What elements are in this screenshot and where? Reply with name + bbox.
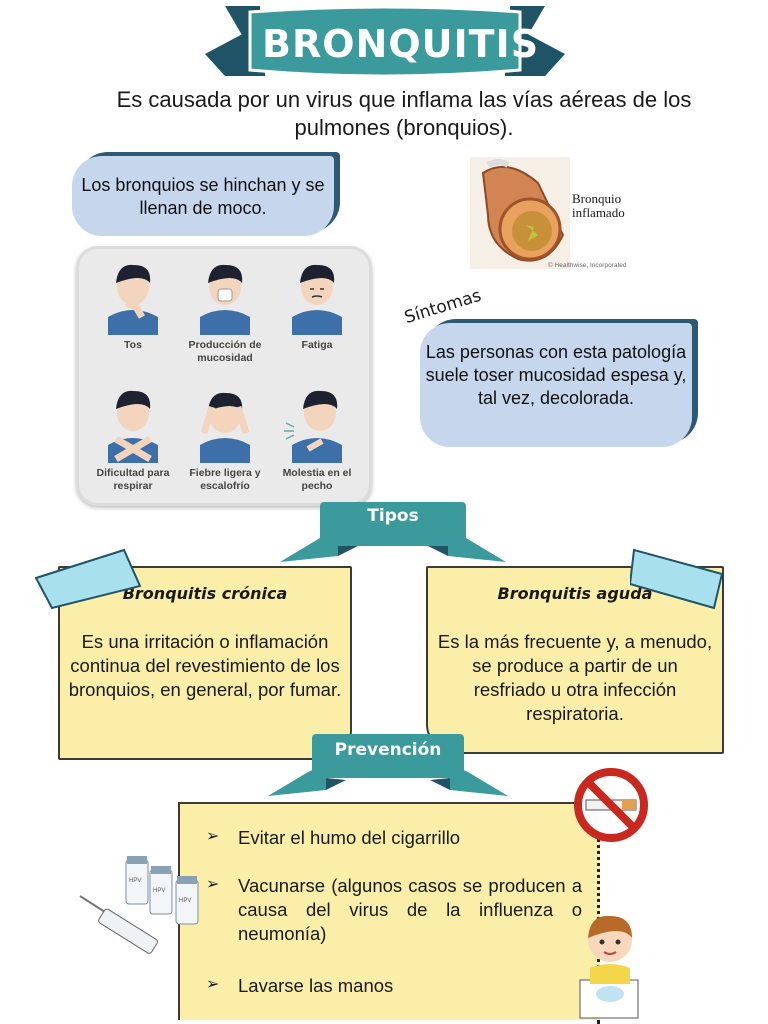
symptom-fatigue: Fatiga	[271, 255, 363, 352]
prevention-ribbon	[268, 734, 508, 796]
kid-washing-hands-icon	[579, 915, 639, 1019]
symptom-chest: Molestia en el pecho	[271, 383, 363, 493]
vaccine-syringe-icon	[79, 856, 199, 954]
breathing-difficulty-person-icon	[108, 390, 158, 463]
prevention-item: Vacunarse (algunos casos se producen a c…	[238, 875, 582, 944]
symptoms-bubble: Las personas con esta patología suele to…	[420, 323, 692, 447]
tired-person-icon	[292, 264, 342, 335]
page-title: BRONQUITIS	[262, 22, 540, 66]
prevention-ribbon-label: Prevención	[334, 740, 442, 760]
no-smoking-icon	[574, 768, 648, 842]
chronic-bronchitis-title: Bronquitis crónica	[122, 584, 288, 603]
acute-bronchitis-text: Es la más frecuente y, a menudo, se prod…	[437, 631, 713, 724]
chest-pain-person-icon	[284, 390, 342, 463]
coughing-person-icon	[108, 264, 158, 335]
symptom-label: Dificultad para respirar	[96, 467, 170, 492]
types-ribbon-label: Tipos	[367, 506, 419, 526]
symptom-mucus: Producción de mucosidad	[179, 255, 271, 365]
symptoms-card: Tos Producción de mucosidad Fatiga Dific…	[76, 246, 372, 506]
sneezing-person-icon	[200, 264, 250, 335]
fever-person-icon	[200, 392, 250, 463]
symptom-breathing: Dificultad para respirar	[87, 383, 179, 493]
symptom-label: Molestia en el pecho	[282, 467, 352, 492]
vial-label: HPV	[153, 888, 166, 894]
bronchi-bubble: Los bronquios se hinchan y se llenan de …	[72, 156, 334, 236]
chronic-bronchitis-note: Bronquitis crónica Es una irritación o i…	[58, 566, 352, 760]
inflamed-bronchus-illustration	[470, 157, 570, 269]
vial-label: HPV	[129, 878, 142, 884]
prevention-item: Lavarse las manos	[238, 975, 394, 996]
acute-tape-icon	[630, 548, 724, 610]
arrow-bullet-icon: ➢	[206, 828, 220, 845]
arrow-bullet-icon: ➢	[206, 876, 220, 893]
symptom-label: Tos	[124, 339, 142, 351]
prevention-item: Evitar el humo del cigarrillo	[238, 827, 461, 848]
arrow-bullet-icon: ➢	[206, 976, 220, 993]
chronic-tape-icon	[34, 548, 142, 610]
image-credit: © Healthwise, Incorporated	[548, 262, 627, 269]
symptom-label: Fiebre ligera y escalofrío	[189, 467, 261, 492]
symptom-fever: Fiebre ligera y escalofrío	[179, 383, 271, 493]
title-banner	[205, 5, 565, 78]
vial-label: HPV	[179, 898, 192, 904]
symptoms-label: Síntomas	[402, 285, 484, 328]
symptom-label: Fatiga	[301, 339, 333, 351]
acute-bronchitis-title: Bronquitis aguda	[497, 584, 653, 603]
symptom-label: Producción de mucosidad	[188, 339, 262, 364]
symptom-cough: Tos	[87, 255, 179, 352]
types-ribbon	[280, 502, 506, 562]
prevention-panel	[178, 802, 600, 1020]
bronchus-label: Bronquio inflamado	[572, 191, 625, 220]
intro-text: Es causada por un virus que inflama las …	[116, 87, 692, 140]
chronic-bronchitis-text: Es una irritación o inflamación continua…	[68, 631, 342, 700]
